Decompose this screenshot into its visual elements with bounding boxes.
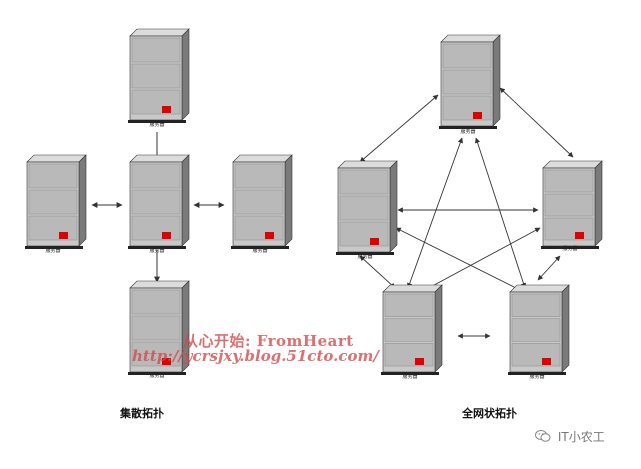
- indicator-light: [542, 358, 551, 365]
- edge-mtop-mbl: [407, 137, 463, 289]
- indicator-light: [415, 358, 424, 365]
- indicator-light: [575, 232, 584, 239]
- server-right: [231, 154, 293, 249]
- edge-mright-mbl: [424, 227, 541, 291]
- label-mesh-bottom-right: 服务器: [529, 374, 545, 380]
- caption-mesh-topology: 全网状拓扑: [462, 407, 517, 420]
- server-top: [128, 28, 190, 123]
- indicator-light: [162, 358, 171, 365]
- label-left: 服务器: [45, 248, 61, 254]
- brand-text: IT小农工: [557, 430, 605, 444]
- edge-mtop-mright: [499, 87, 574, 158]
- indicator-light: [162, 106, 171, 113]
- label-bottom: 服务器: [149, 373, 165, 379]
- brand-badge: IT小农工: [535, 428, 605, 446]
- server-bottom: [128, 280, 190, 375]
- label-right: 服务器: [252, 248, 268, 254]
- watermark-line1: 从心开始: FromHeart: [183, 332, 354, 350]
- indicator-light: [59, 232, 68, 239]
- label-top: 服务器: [149, 122, 165, 128]
- edge-mleft-mbl: [359, 255, 396, 289]
- wechat-icon: [535, 429, 551, 446]
- edge-mleft-mbr: [395, 227, 521, 291]
- label-mesh-top: 服务器: [460, 129, 476, 135]
- server-mesh-right: [541, 160, 603, 249]
- edge-mtop-mleft: [359, 94, 439, 163]
- indicator-light: [473, 112, 482, 119]
- indicator-light: [265, 232, 274, 239]
- server-mesh-bottom-right: [508, 284, 570, 375]
- mesh-edges: [359, 87, 574, 339]
- edge-mtop-mbr: [474, 137, 527, 289]
- server-center: [128, 154, 190, 249]
- server-mesh-top: [439, 34, 501, 129]
- label-mesh-right: 服务器: [562, 246, 578, 252]
- indicator-light: [162, 232, 171, 239]
- watermark-line2: http://ycrsjxy.blog.51cto.com/: [132, 347, 379, 365]
- server-mesh-bottom-left: [381, 284, 443, 375]
- label-mesh-left: 服务器: [357, 254, 373, 260]
- edge-mright-mbr: [537, 255, 561, 281]
- label-mesh-bottom-left: 服务器: [402, 374, 418, 380]
- server-nodes: [25, 28, 603, 375]
- label-center: 服务器: [149, 248, 165, 254]
- indicator-light: [370, 238, 379, 245]
- server-mesh-left: [336, 160, 398, 255]
- server-left: [25, 154, 87, 249]
- caption-star-topology: 集散拓扑: [120, 407, 164, 420]
